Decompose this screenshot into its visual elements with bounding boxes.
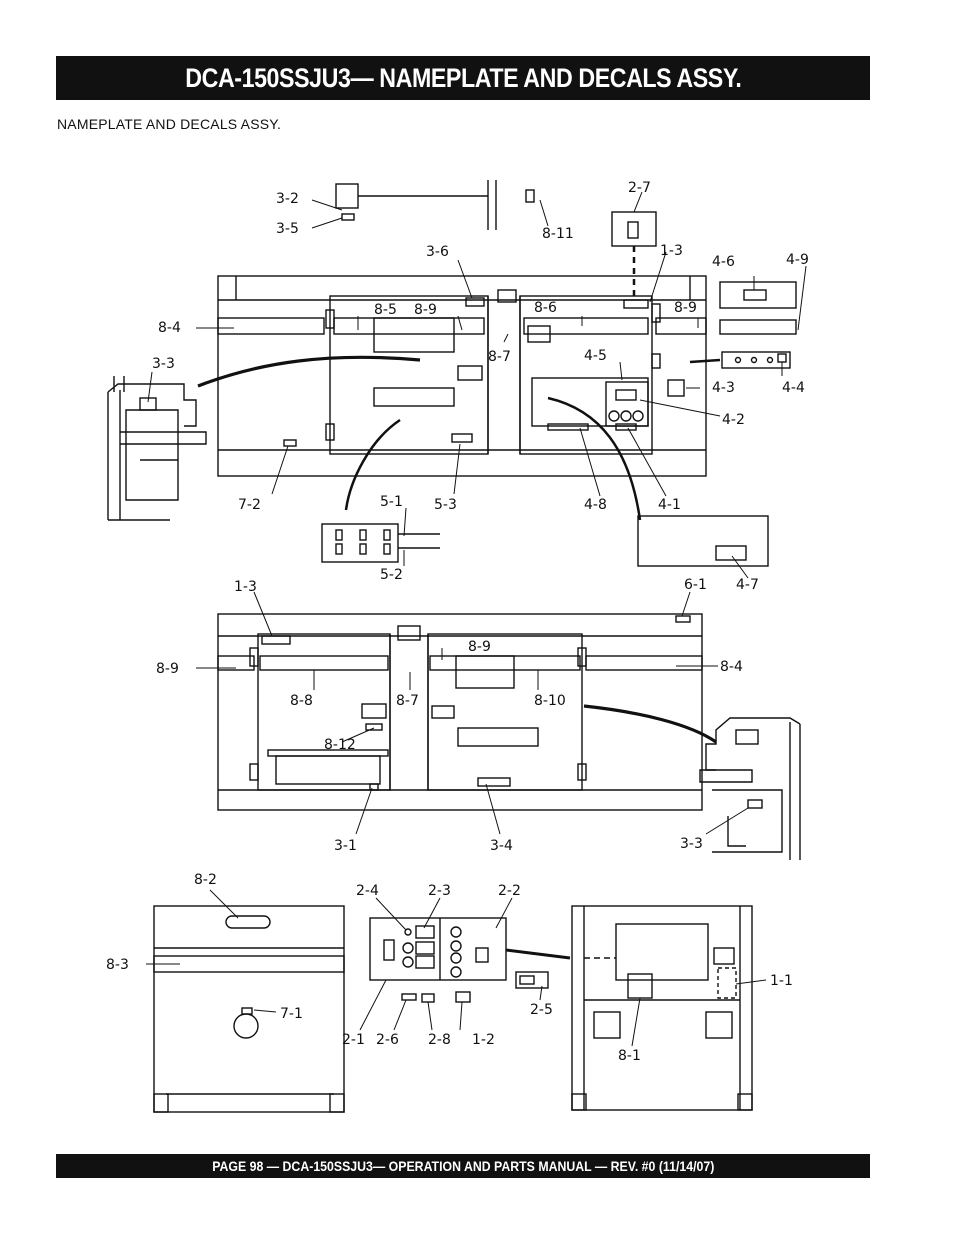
callout-5-1: 5-1 bbox=[380, 494, 403, 510]
top-view-accessories bbox=[335, 180, 797, 369]
callout-4-1: 4-1 bbox=[658, 497, 681, 513]
callout-2-8: 2-8 bbox=[428, 1032, 451, 1048]
callout-4-4: 4-4 bbox=[782, 380, 805, 396]
callout-5-3: 5-3 bbox=[434, 497, 457, 513]
middle-view-enclosure bbox=[217, 613, 703, 811]
callout-3-2: 3-2 bbox=[276, 191, 299, 207]
callout-8-9-d: 8-9 bbox=[468, 639, 491, 655]
callout-4-3: 4-3 bbox=[712, 380, 735, 396]
callout-2-3: 2-3 bbox=[428, 883, 451, 899]
page-footer: PAGE 98 — DCA-150SSJU3— OPERATION AND PA… bbox=[211, 1158, 715, 1174]
callout-8-6: 8-6 bbox=[534, 300, 557, 316]
callout-2-7: 2-7 bbox=[628, 180, 651, 196]
callout-1-3-b: 1-3 bbox=[234, 579, 257, 595]
callout-8-2: 8-2 bbox=[194, 872, 217, 888]
callout-8-11: 8-11 bbox=[542, 226, 574, 242]
callout-2-2: 2-2 bbox=[498, 883, 521, 899]
callout-2-6: 2-6 bbox=[376, 1032, 399, 1048]
callout-2-4: 2-4 bbox=[356, 883, 379, 899]
callout-6-1: 6-1 bbox=[684, 577, 707, 593]
control-panel-detail bbox=[369, 917, 571, 1003]
right-engine-outline bbox=[699, 717, 801, 860]
end-view-right bbox=[571, 905, 753, 1111]
callout-7-1: 7-1 bbox=[280, 1006, 303, 1022]
callout-3-4: 3-4 bbox=[490, 838, 513, 854]
callout-3-5: 3-5 bbox=[276, 221, 299, 237]
breaker-panel bbox=[321, 523, 440, 563]
page-footer-bar: PAGE 98 — DCA-150SSJU3— OPERATION AND PA… bbox=[56, 1154, 870, 1178]
callout-8-4: 8-4 bbox=[158, 320, 181, 336]
callout-1-3: 1-3 bbox=[660, 243, 683, 259]
leader-lines bbox=[146, 191, 807, 1047]
callout-8-10: 8-10 bbox=[534, 693, 566, 709]
left-engine-outline bbox=[107, 376, 207, 521]
callout-8-7-b: 8-7 bbox=[396, 693, 419, 709]
callout-8-4-b: 8-4 bbox=[720, 659, 743, 675]
callout-8-9-b: 8-9 bbox=[674, 300, 697, 316]
callout-1-1: 1-1 bbox=[770, 973, 793, 989]
callout-3-3-b: 3-3 bbox=[680, 836, 703, 852]
callout-3-3: 3-3 bbox=[152, 356, 175, 372]
callout-8-3: 8-3 bbox=[106, 957, 129, 973]
callout-1-2: 1-2 bbox=[472, 1032, 495, 1048]
callout-4-2: 4-2 bbox=[722, 412, 745, 428]
callout-8-9-c: 8-9 bbox=[156, 661, 179, 677]
callout-8-1: 8-1 bbox=[618, 1048, 641, 1064]
end-view-left bbox=[153, 905, 345, 1113]
callout-5-2: 5-2 bbox=[380, 567, 403, 583]
callout-8-8: 8-8 bbox=[290, 693, 313, 709]
page-title: DCA-150SSJU3— NAMEPLATE AND DECALS ASSY. bbox=[184, 62, 742, 93]
callout-7-2: 7-2 bbox=[238, 497, 261, 513]
callout-4-7: 4-7 bbox=[736, 577, 759, 593]
callout-4-6: 4-6 bbox=[712, 254, 735, 270]
section-subtitle: NAMEPLATE AND DECALS ASSY. bbox=[57, 116, 282, 132]
callout-8-5: 8-5 bbox=[374, 302, 397, 318]
top-view-enclosure bbox=[217, 275, 707, 477]
callout-3-6: 3-6 bbox=[426, 244, 449, 260]
callout-8-12: 8-12 bbox=[324, 737, 356, 753]
callout-3-1: 3-1 bbox=[334, 838, 357, 854]
callout-8-9: 8-9 bbox=[414, 302, 437, 318]
callout-2-1: 2-1 bbox=[342, 1032, 365, 1048]
page-title-bar: DCA-150SSJU3— NAMEPLATE AND DECALS ASSY. bbox=[56, 56, 870, 100]
callout-8-7: 8-7 bbox=[488, 349, 511, 365]
callout-4-9: 4-9 bbox=[786, 252, 809, 268]
callout-labels: 3-2 3-5 8-11 2-7 1-3 3-6 4-6 4-9 8-4 8-5… bbox=[106, 180, 809, 1064]
callout-4-5: 4-5 bbox=[584, 348, 607, 364]
callout-2-5: 2-5 bbox=[530, 1002, 553, 1018]
callout-4-8: 4-8 bbox=[584, 497, 607, 513]
